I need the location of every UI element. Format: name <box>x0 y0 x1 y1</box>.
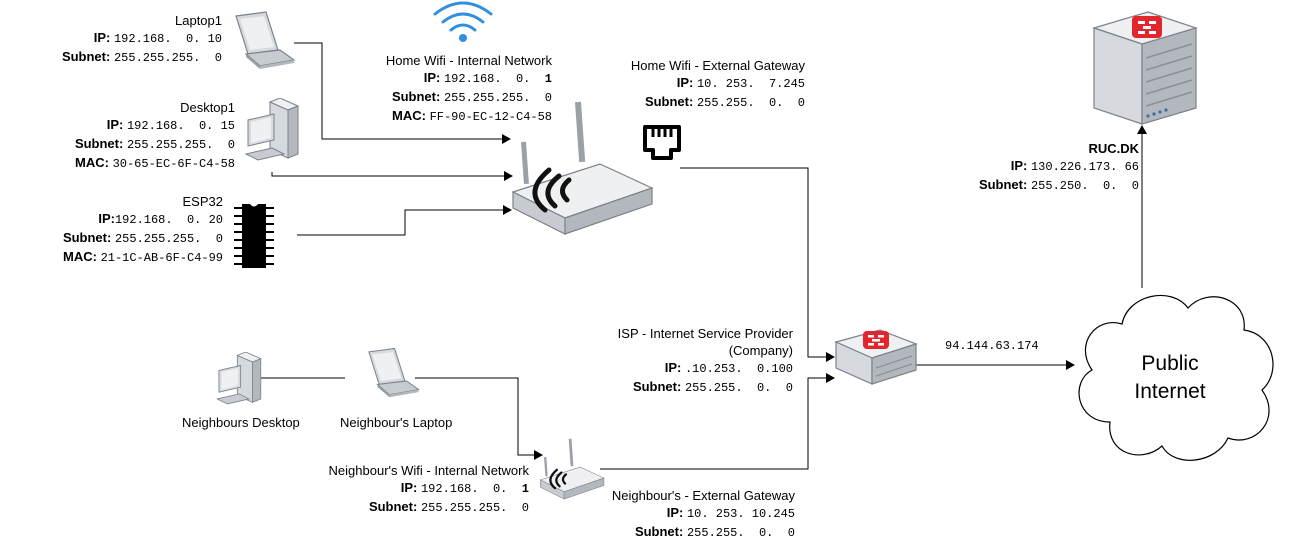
router-icon <box>511 101 654 235</box>
home-wifi-internal-ip-last: 1 <box>544 72 552 86</box>
cloud-label-line1: Public <box>1141 352 1199 375</box>
neighbour-external-ip: 10. 253. 10.245 <box>686 507 795 521</box>
isp-label: ISP - Internet Service Provider (Company… <box>617 326 793 395</box>
isp-ip: .10.253. 0.100 <box>684 362 793 376</box>
isp-name: ISP - Internet Service Provider <box>617 326 793 341</box>
desktop1-subnet: 255.255.255. 0 <box>126 138 235 152</box>
neighbour-laptop-label: Neighbour's Laptop <box>340 415 453 430</box>
neighbour-wifi-internal-ip: 192.168. 0. <box>420 482 522 496</box>
cloud-icon <box>1078 294 1274 461</box>
home-wifi-external-label: Home Wifi - External Gateway IP: 10. 253… <box>630 58 805 110</box>
home-wifi-external-ip: 10. 253. 7.245 <box>696 77 805 91</box>
ruc-name: RUC.DK <box>1088 141 1139 156</box>
link-router-isp <box>680 167 828 358</box>
neighbour-desktop-label: Neighbours Desktop <box>182 415 300 430</box>
neighbour-wifi-internal-name: Neighbour's Wifi - Internal Network <box>328 463 529 478</box>
desktop1-ip: 192.168. 0. 15 <box>126 119 235 133</box>
home-wifi-internal-mac: FF-90-EC-12-C4-58 <box>429 110 552 124</box>
ethernet-port-icon <box>643 125 681 160</box>
link-neighbour-laptop-router <box>415 377 540 456</box>
neighbour-external-label: Neighbour's - External Gateway IP: 10. 2… <box>611 488 795 540</box>
home-wifi-external-subnet: 255.255. 0. 0 <box>696 96 805 110</box>
wifi-icon <box>433 1 493 42</box>
public-link-address: 94.144.63.174 <box>945 339 1039 353</box>
laptop-icon <box>235 11 296 69</box>
laptop1-label: Laptop1 IP: 192.168. 0. 10 Subnet: 255.2… <box>61 13 222 65</box>
esp32-subnet: 255.255.255. 0 <box>114 232 223 246</box>
isp-name-line2: (Company) <box>728 343 793 358</box>
ruc-subnet: 255.250. 0. 0 <box>1030 179 1139 193</box>
link-neighbour-router-isp <box>600 377 828 470</box>
router-icon <box>539 438 605 500</box>
home-wifi-internal-name: Home Wifi - Internal Network <box>385 53 552 68</box>
server-rack-icon <box>1092 11 1198 125</box>
ruc-label: RUC.DK IP: 130.226.173. 66 Subnet: 255.2… <box>978 141 1139 193</box>
laptop1-name: Laptop1 <box>175 13 222 28</box>
desktop1-name: Desktop1 <box>180 100 235 115</box>
neighbour-wifi-internal-subnet: 255.255.255. 0 <box>420 501 529 515</box>
esp32-ip: 192.168. 0. 20 <box>114 213 223 227</box>
home-wifi-internal-label: Home Wifi - Internal Network IP: 192.168… <box>385 53 552 124</box>
esp32-mac: 21-1C-AB-6F-C4-99 <box>100 251 223 265</box>
chip-icon <box>234 204 274 268</box>
home-wifi-internal-subnet: 255.255.255. 0 <box>443 91 552 105</box>
cloud-label-line2: Internet <box>1134 380 1206 403</box>
neighbour-external-name: Neighbour's - External Gateway <box>611 488 795 503</box>
desktop-icon <box>244 98 300 161</box>
cloud-label: Public Internet <box>1110 350 1230 406</box>
home-wifi-internal-ip: 192.168. 0. <box>443 72 545 86</box>
desktop1-mac: 30-65-EC-6F-C4-58 <box>112 157 235 171</box>
laptop-icon <box>368 347 420 398</box>
link-desktop1-router <box>271 172 512 177</box>
link-esp32-router <box>297 209 505 236</box>
home-wifi-external-name: Home Wifi - External Gateway <box>630 58 805 73</box>
firewall-icon <box>834 329 918 385</box>
desktop-icon <box>215 352 262 405</box>
esp32-label: ESP32 IP:192.168. 0. 20 Subnet: 255.255.… <box>62 194 223 265</box>
laptop1-subnet: 255.255.255. 0 <box>113 51 222 65</box>
desktop1-label: Desktop1 IP: 192.168. 0. 15 Subnet: 255.… <box>74 100 235 171</box>
laptop1-ip: 192.168. 0. 10 <box>113 32 222 46</box>
link-laptop1-router <box>294 42 502 140</box>
esp32-name: ESP32 <box>182 194 223 209</box>
isp-subnet: 255.255. 0. 0 <box>684 381 793 395</box>
ruc-ip: 130.226.173. 66 <box>1030 160 1139 174</box>
neighbour-external-subnet: 255.255. 0. 0 <box>686 526 795 540</box>
neighbour-wifi-internal-label: Neighbour's Wifi - Internal Network IP: … <box>328 463 529 515</box>
neighbour-wifi-internal-ip-last: 1 <box>521 482 529 496</box>
